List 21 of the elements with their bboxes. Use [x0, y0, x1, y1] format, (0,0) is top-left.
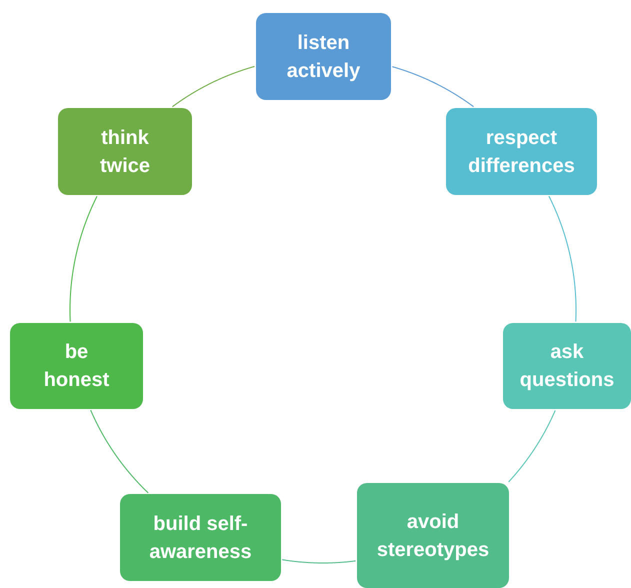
step-label: be honest	[42, 340, 110, 393]
connector-arc	[508, 410, 556, 482]
step-box	[446, 108, 597, 195]
connector-arc	[392, 66, 474, 108]
step-box	[120, 494, 281, 581]
connector-arc	[548, 196, 576, 322]
step-box	[10, 323, 143, 409]
step-box	[503, 323, 631, 409]
step-label: listen actively	[286, 30, 362, 84]
step-label: ask questions	[518, 340, 616, 393]
connector-arc	[282, 559, 356, 564]
step-label: avoid stereotypes	[376, 510, 490, 562]
connector-arc	[70, 196, 98, 322]
connector-arc	[90, 410, 149, 494]
step-label: think twice	[98, 126, 152, 178]
step-label: build self-awareness	[148, 512, 253, 564]
step-box	[357, 483, 509, 588]
step-box	[58, 108, 192, 195]
step-label: respect differences	[467, 126, 576, 178]
connector-arc	[172, 66, 256, 108]
step-box	[256, 13, 391, 100]
